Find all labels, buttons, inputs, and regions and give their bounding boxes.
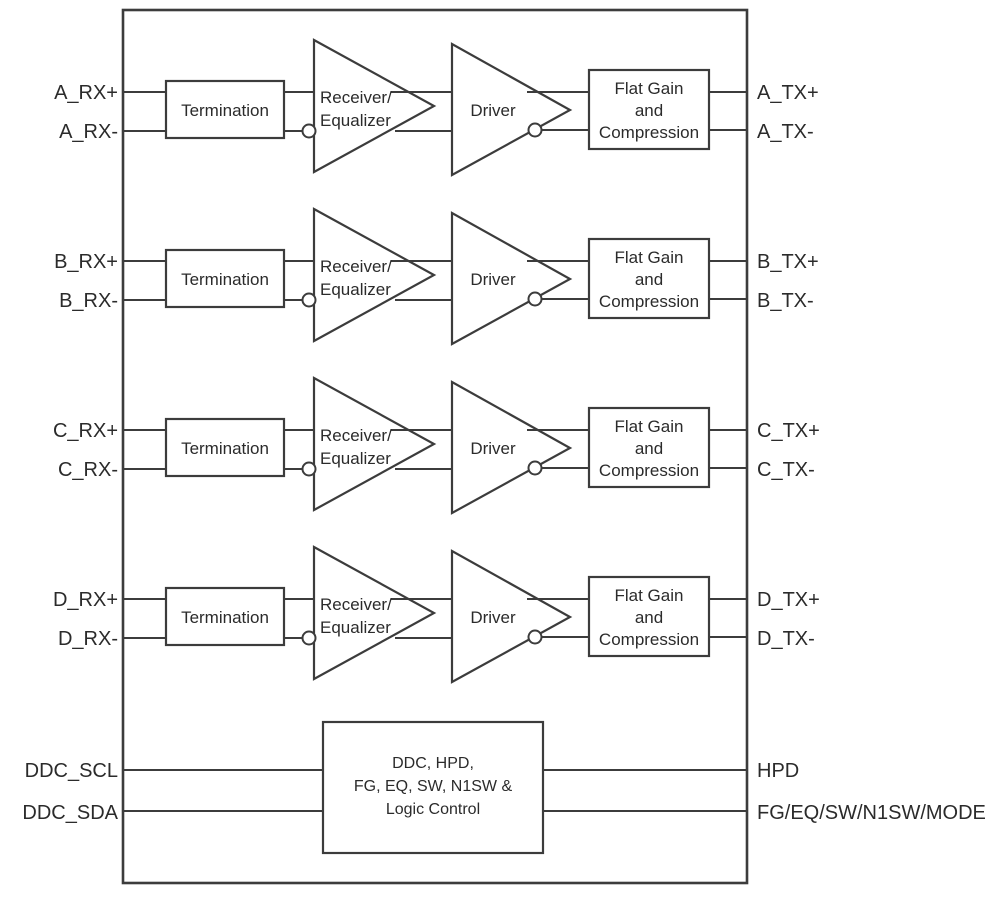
receiver-equalizer-D — [312, 545, 437, 681]
label-D-tx-minus: D_TX- — [757, 628, 815, 650]
inverting-bubble-D-receiver — [301, 630, 317, 646]
label-C-gain-line3: Compression — [599, 461, 699, 480]
label-A-gain-line2: and — [635, 101, 663, 120]
label-D-gain-line2: and — [635, 608, 663, 627]
driver-D — [450, 549, 573, 684]
label-A-driver: Driver — [470, 101, 516, 120]
label-C-driver: Driver — [470, 439, 516, 458]
label-D-gain-line1: Flat Gain — [615, 586, 684, 605]
termination-box-B — [164, 248, 286, 309]
termination-box-A — [164, 79, 286, 140]
receiver-equalizer-C — [312, 376, 437, 512]
label-ddc-scl: DDC_SCL — [25, 760, 118, 782]
receiver-equalizer-B — [312, 207, 437, 343]
flat-gain-box-A — [587, 68, 711, 151]
termination-box-D — [164, 586, 286, 647]
label-B-gain-line3: Compression — [599, 292, 699, 311]
label-B-receiver-line1: Receiver/ — [320, 257, 392, 276]
label-B-termination: Termination — [181, 270, 269, 289]
label-A-receiver-line2: Equalizer — [320, 111, 391, 130]
label-C-gain-line2: and — [635, 439, 663, 458]
label-A-gain-line1: Flat Gain — [615, 79, 684, 98]
driver-C — [450, 380, 573, 515]
channel-D — [123, 545, 747, 684]
label-control-line2: FG, EQ, SW, N1SW & — [354, 778, 513, 795]
inverting-bubble-C-receiver — [301, 461, 317, 477]
flat-gain-box-B — [587, 237, 711, 320]
termination-box-C — [164, 417, 286, 478]
label-C-receiver-line1: Receiver/ — [320, 426, 392, 445]
flat-gain-box-D — [587, 575, 711, 658]
label-A-rx-minus: A_RX- — [59, 121, 118, 143]
inverting-bubble-C-driver — [527, 460, 543, 476]
channel-A — [123, 38, 747, 177]
label-A-tx-minus: A_TX- — [757, 121, 814, 143]
chip-boundary — [121, 8, 749, 885]
label-D-gain-line3: Compression — [599, 630, 699, 649]
receiver-equalizer-A — [312, 38, 437, 174]
label-B-rx-plus: B_RX+ — [54, 251, 118, 273]
label-B-gain-line1: Flat Gain — [615, 248, 684, 267]
label-C-tx-minus: C_TX- — [757, 459, 815, 481]
label-hpd: HPD — [757, 760, 799, 782]
label-D-rx-plus: D_RX+ — [53, 589, 118, 611]
label-A-receiver-line1: Receiver/ — [320, 88, 392, 107]
inverting-bubble-D-driver — [527, 629, 543, 645]
label-D-rx-minus: D_RX- — [58, 628, 118, 650]
label-C-tx-plus: C_TX+ — [757, 420, 820, 442]
inverting-bubble-A-receiver — [301, 123, 317, 139]
driver-B — [450, 211, 573, 346]
label-D-receiver-line2: Equalizer — [320, 618, 391, 637]
label-B-tx-plus: B_TX+ — [757, 251, 819, 273]
channel-B — [123, 207, 747, 346]
label-C-receiver-line2: Equalizer — [320, 449, 391, 468]
label-control-line3: Logic Control — [386, 801, 480, 818]
label-D-termination: Termination — [181, 608, 269, 627]
label-D-driver: Driver — [470, 608, 516, 627]
label-fg-eq-sw: FG/EQ/SW/N1SW/MODE — [757, 802, 986, 824]
label-control-line1: DDC, HPD, — [392, 755, 474, 772]
driver-A — [450, 42, 573, 177]
label-A-rx-plus: A_RX+ — [54, 82, 118, 104]
label-B-driver: Driver — [470, 270, 516, 289]
label-A-gain-line3: Compression — [599, 123, 699, 142]
label-D-receiver-line1: Receiver/ — [320, 595, 392, 614]
inverting-bubble-B-receiver — [301, 292, 317, 308]
label-D-tx-plus: D_TX+ — [757, 589, 820, 611]
label-B-receiver-line2: Equalizer — [320, 280, 391, 299]
label-C-termination: Termination — [181, 439, 269, 458]
label-A-tx-plus: A_TX+ — [757, 82, 819, 104]
logic-control-box — [321, 720, 545, 855]
label-ddc-sda: DDC_SDA — [22, 802, 118, 824]
inverting-bubble-A-driver — [527, 122, 543, 138]
control-section — [123, 720, 747, 855]
channel-C — [123, 376, 747, 515]
label-C-rx-plus: C_RX+ — [53, 420, 118, 442]
label-B-gain-line2: and — [635, 270, 663, 289]
label-B-tx-minus: B_TX- — [757, 290, 814, 312]
label-B-rx-minus: B_RX- — [59, 290, 118, 312]
label-A-termination: Termination — [181, 101, 269, 120]
inverting-bubble-B-driver — [527, 291, 543, 307]
label-C-gain-line1: Flat Gain — [615, 417, 684, 436]
label-C-rx-minus: C_RX- — [58, 459, 118, 481]
flat-gain-box-C — [587, 406, 711, 489]
